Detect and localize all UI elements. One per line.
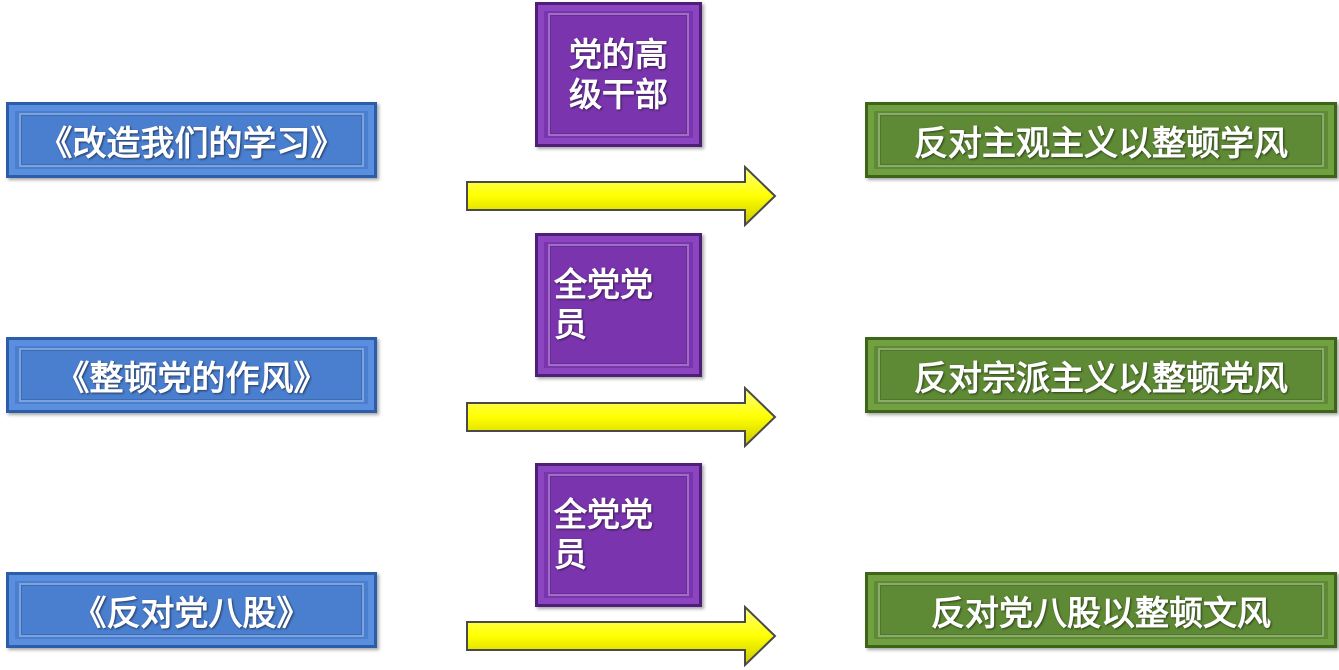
right-arrow-icon (466, 386, 777, 448)
source-box-1: 《改造我们的学习》 (6, 102, 377, 178)
audience-label-3: 全党党员 (554, 495, 653, 575)
target-box-3-frame (878, 583, 1324, 637)
source-box-3-frame (19, 583, 364, 637)
source-label-3: 《反对党八股》 (72, 593, 311, 634)
target-box-2-frame (878, 348, 1324, 402)
target-box-3: 反对党八股以整顿文风 (865, 572, 1337, 648)
audience-label-1: 党的高级干部 (569, 35, 668, 115)
audience-label-3-line-2: 员 (554, 535, 587, 574)
audience-label-1-line-1: 党的高 (569, 34, 668, 74)
target-label-1: 反对主观主义以整顿学风 (914, 123, 1288, 164)
source-box-1-frame (19, 113, 364, 167)
right-arrow-icon (466, 605, 777, 667)
source-label-2: 《整顿党的作风》 (55, 358, 328, 399)
source-box-2-frame (19, 348, 364, 402)
audience-label-3-line-1: 全党党 (554, 495, 653, 534)
audience-box-2: 全党党员 (535, 233, 702, 377)
audience-label-2-line-2: 员 (554, 305, 587, 344)
source-box-3: 《反对党八股》 (6, 572, 377, 648)
target-box-1: 反对主观主义以整顿学风 (865, 102, 1337, 178)
target-box-1-frame (878, 113, 1324, 167)
target-box-2: 反对宗派主义以整顿党风 (865, 337, 1337, 413)
audience-box-3-frame (548, 474, 689, 596)
audience-label-2: 全党党员 (554, 265, 653, 345)
audience-label-1-line-2: 级干部 (569, 74, 668, 114)
right-arrow-icon (466, 165, 777, 227)
source-box-2: 《整顿党的作风》 (6, 337, 377, 413)
audience-box-3: 全党党员 (535, 463, 702, 607)
target-label-3: 反对党八股以整顿文风 (931, 593, 1271, 634)
source-label-1: 《改造我们的学习》 (38, 123, 345, 164)
audience-box-1-frame (548, 13, 689, 136)
audience-box-2-frame (548, 244, 689, 366)
audience-box-1: 党的高级干部 (535, 2, 702, 147)
target-label-2: 反对宗派主义以整顿党风 (914, 358, 1288, 399)
audience-label-2-line-1: 全党党 (554, 265, 653, 304)
